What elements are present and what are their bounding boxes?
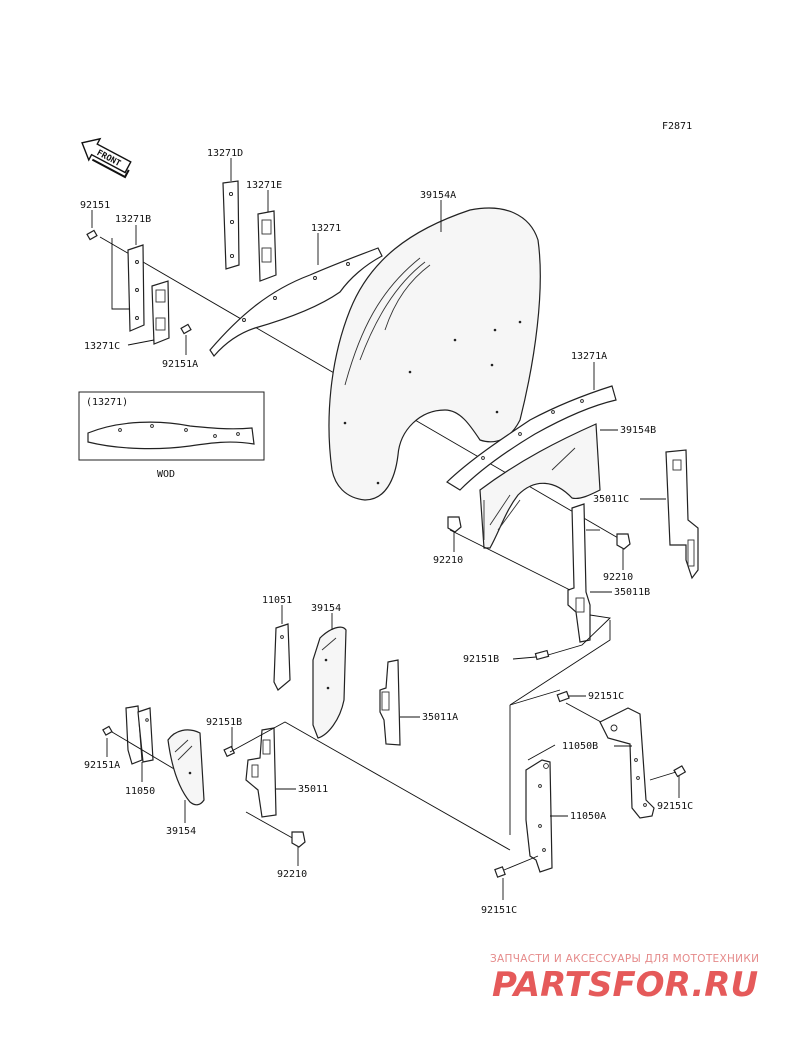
label-39154-center: 39154 bbox=[311, 603, 341, 614]
figure-code: F2871 bbox=[662, 121, 692, 132]
part-35011 bbox=[245, 727, 277, 818]
label-35011A: 35011A bbox=[422, 712, 458, 723]
assembly-line-lower bbox=[229, 721, 511, 851]
label-13271: 13271 bbox=[311, 223, 341, 234]
label-92151A-left: 92151A bbox=[84, 760, 120, 771]
variant-box: (13271) bbox=[78, 391, 265, 461]
part-11051 bbox=[273, 623, 291, 691]
label-35011C: 35011C bbox=[593, 494, 629, 505]
label-92151C-bottom: 92151C bbox=[481, 905, 517, 916]
part-13271C bbox=[151, 280, 170, 345]
label-92210-right: 92210 bbox=[603, 572, 633, 583]
part-11050 bbox=[125, 705, 154, 765]
part-39154B bbox=[479, 423, 601, 549]
label-92151A-top: 92151A bbox=[162, 359, 198, 370]
label-13271A: 13271A bbox=[571, 351, 607, 362]
part-13271A bbox=[446, 385, 617, 491]
part-11050B bbox=[599, 707, 655, 819]
label-92151-top: 92151 bbox=[80, 200, 110, 211]
part-92151A-bolt-left bbox=[102, 725, 113, 736]
part-92151C-bolt-bottom bbox=[494, 866, 506, 878]
part-92151C-bolt-top bbox=[556, 690, 570, 703]
label-11050: 11050 bbox=[125, 786, 155, 797]
label-92151C-top: 92151C bbox=[588, 691, 624, 702]
part-92210-nut-right bbox=[616, 533, 631, 550]
leader-92151B-right bbox=[512, 656, 537, 660]
part-92151-bolt bbox=[86, 229, 98, 241]
part-39154-left bbox=[167, 729, 205, 806]
leader-92151B-right-a bbox=[547, 614, 611, 656]
watermark-logo: ЗАПЧАСТИ И АКСЕССУАРЫ ДЛЯ МОТОТЕХНИКИ PA… bbox=[490, 953, 759, 1005]
part-13271 bbox=[209, 247, 383, 357]
label-39154A: 39154A bbox=[420, 190, 456, 201]
label-11050A: 11050A bbox=[570, 811, 606, 822]
part-39154-center bbox=[312, 626, 347, 739]
part-13271D bbox=[222, 180, 240, 270]
part-13271E bbox=[257, 210, 277, 282]
assembly-line-bottom-bolt bbox=[503, 855, 539, 871]
assembly-line-nut bbox=[245, 811, 297, 841]
frame-line-b bbox=[509, 689, 561, 706]
part-35011C bbox=[665, 449, 699, 580]
label-92210-bottom: 92210 bbox=[277, 869, 307, 880]
part-35011A bbox=[379, 659, 401, 746]
part-92210-nut-bottom bbox=[291, 831, 306, 848]
part-92151A-bolt-top bbox=[180, 323, 192, 335]
label-11050B: 11050B bbox=[562, 741, 598, 752]
part-92210-nut-left bbox=[447, 516, 462, 533]
label-39154-left: 39154 bbox=[166, 826, 196, 837]
label-13271D: 13271D bbox=[207, 148, 243, 159]
part-39154A-windshield bbox=[328, 207, 541, 501]
label-13271C: 13271C bbox=[84, 341, 120, 352]
leader-92151-bracket bbox=[111, 238, 130, 310]
assembly-line-c bbox=[509, 620, 611, 706]
part-92151B-bolt-left bbox=[223, 745, 236, 758]
part-92151C-bolt-right bbox=[673, 765, 687, 778]
label-11051: 11051 bbox=[262, 595, 292, 606]
label-92151C-right: 92151C bbox=[657, 801, 693, 812]
variant-box-caption: WOD bbox=[157, 469, 175, 480]
label-35011B: 35011B bbox=[614, 587, 650, 598]
part-11050A bbox=[525, 759, 553, 873]
part-35011B bbox=[567, 503, 591, 643]
front-arrow-icon: FRONT bbox=[81, 137, 132, 179]
label-39154B: 39154B bbox=[620, 425, 656, 436]
label-13271E: 13271E bbox=[246, 180, 282, 191]
label-92210-left: 92210 bbox=[433, 555, 463, 566]
label-92151B-right: 92151B bbox=[463, 654, 499, 665]
watermark-brand: PARTSFOR.RU bbox=[492, 965, 758, 1005]
frame-line-c bbox=[527, 744, 556, 761]
variant-box-part: (13271) bbox=[86, 397, 128, 408]
part-13271B bbox=[127, 244, 145, 332]
assembly-line-b bbox=[449, 529, 571, 591]
leader-92151C-right-a bbox=[649, 771, 677, 781]
leader-13271C bbox=[127, 339, 155, 346]
part-92151B-bolt-right bbox=[534, 649, 550, 661]
label-35011: 35011 bbox=[298, 784, 328, 795]
label-92151B-left: 92151B bbox=[206, 717, 242, 728]
label-13271B: 13271B bbox=[115, 214, 151, 225]
watermark-subtitle: ЗАПЧАСТИ И АКСЕССУАРЫ ДЛЯ МОТОТЕХНИКИ bbox=[490, 953, 759, 965]
